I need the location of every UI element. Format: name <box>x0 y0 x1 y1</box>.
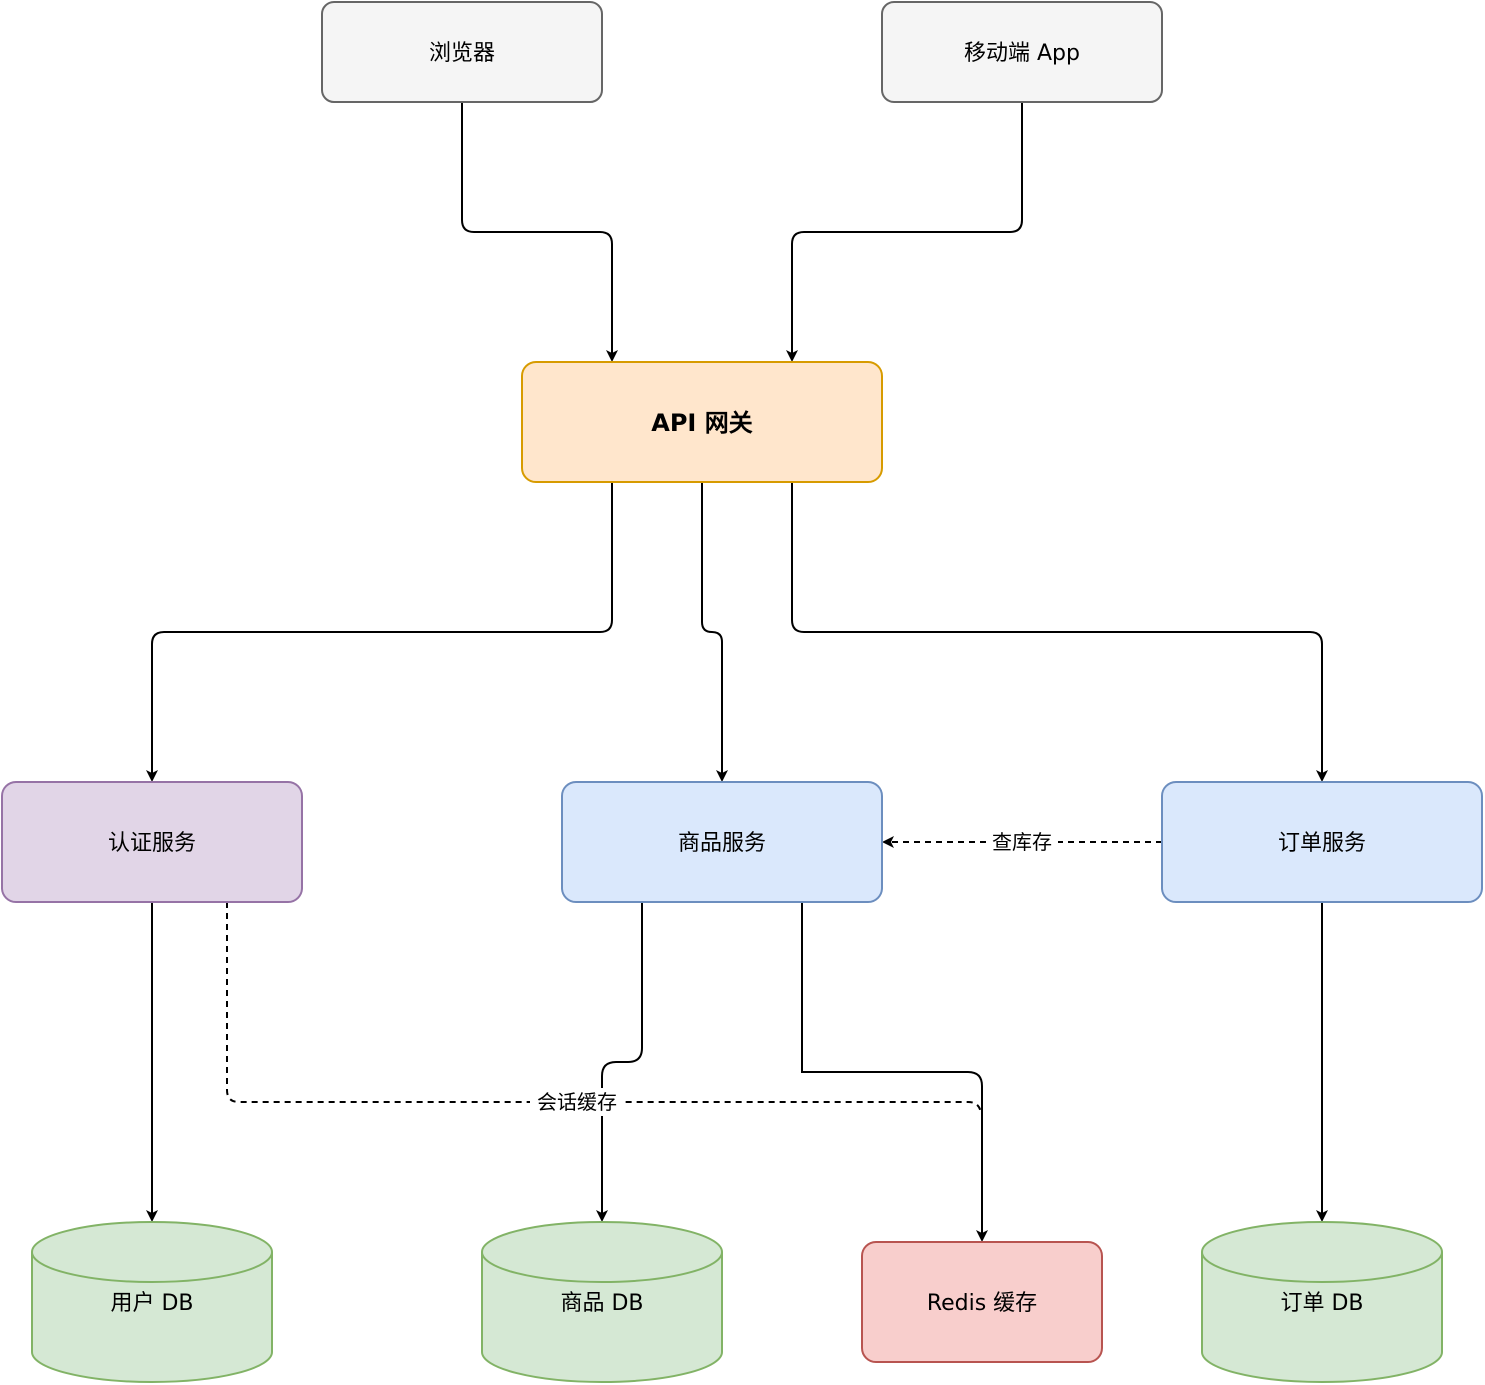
node-product-service[interactable]: 商品服务 <box>561 781 883 903</box>
edge-mobile-to-gateway <box>786 102 1023 362</box>
node-order-service-label: 订单服务 <box>1278 831 1366 856</box>
edge-gateway-to-auth <box>146 482 613 782</box>
node-redis-cache-label: Redis 缓存 <box>927 1291 1037 1316</box>
edge-product-to-redis <box>801 902 988 1242</box>
node-mobile-app-label: 移动端 App <box>964 41 1080 66</box>
edge-gateway-to-order <box>791 482 1328 782</box>
edge-label-check-inventory: 查库存 <box>992 830 1052 854</box>
node-order-db-label: 订单 DB <box>1280 1291 1363 1316</box>
edge-gateway-to-product <box>701 482 728 782</box>
node-browser-label: 浏览器 <box>429 41 495 66</box>
node-browser[interactable]: 浏览器 <box>321 1 603 103</box>
node-product-db[interactable]: 商品 DB <box>481 1221 723 1383</box>
node-api-gateway-label: API 网关 <box>651 409 752 437</box>
node-auth-service-label: 认证服务 <box>108 831 196 856</box>
edge-label-bg <box>986 828 1058 856</box>
node-order-service[interactable]: 订单服务 <box>1161 781 1483 903</box>
node-order-db[interactable]: 订单 DB <box>1201 1221 1443 1383</box>
edge-label-session-cache: 会话缓存 <box>537 1090 617 1114</box>
node-mobile-app[interactable]: 移动端 App <box>881 1 1163 103</box>
node-redis-cache[interactable]: Redis 缓存 <box>861 1241 1103 1363</box>
node-user-db[interactable]: 用户 DB <box>31 1221 273 1383</box>
node-product-service-label: 商品服务 <box>678 831 766 856</box>
node-api-gateway[interactable]: API 网关 <box>521 361 883 483</box>
edge-auth-to-redis-session-cache <box>226 902 982 1115</box>
edge-browser-to-gateway <box>461 102 618 362</box>
node-user-db-label: 用户 DB <box>110 1291 193 1316</box>
node-product-db-label: 商品 DB <box>560 1291 643 1316</box>
edge-label-bg <box>530 1088 624 1116</box>
edge-product-to-product-db <box>596 902 643 1222</box>
node-auth-service[interactable]: 认证服务 <box>1 781 303 903</box>
